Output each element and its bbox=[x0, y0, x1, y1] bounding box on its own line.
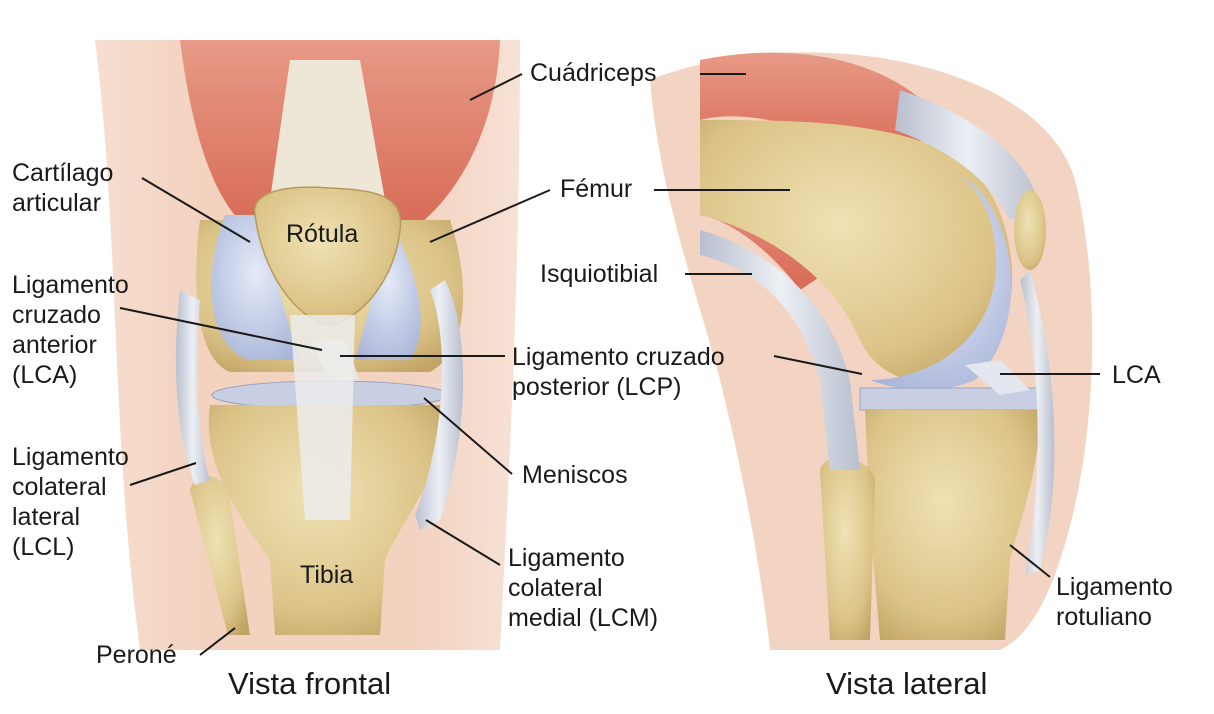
label-ligamento-cruzado-posterior: Ligamento cruzado posterior (LCP) bbox=[512, 342, 725, 402]
front-view-illustration bbox=[95, 40, 520, 650]
label-ligamento-colateral-lateral: Ligamento colateral lateral (LCL) bbox=[12, 442, 129, 562]
label-femur: Fémur bbox=[560, 174, 632, 204]
label-cartilago-articular: Cartílago articular bbox=[12, 158, 113, 218]
label-cuadriceps: Cuádriceps bbox=[530, 58, 656, 88]
label-rotula: Rótula bbox=[286, 219, 358, 249]
label-isquiotibial: Isquiotibial bbox=[540, 259, 658, 289]
label-ligamento-rotuliano: Ligamento rotuliano bbox=[1056, 572, 1173, 632]
label-meniscos: Meniscos bbox=[522, 460, 628, 490]
label-tibia: Tibia bbox=[300, 560, 353, 590]
caption-vista-frontal: Vista frontal bbox=[228, 666, 391, 702]
label-lca-lateral: LCA bbox=[1112, 360, 1161, 390]
label-ligamento-colateral-medial: Ligamento colateral medial (LCM) bbox=[508, 543, 658, 633]
caption-vista-lateral: Vista lateral bbox=[826, 666, 987, 702]
label-perone: Peroné bbox=[96, 640, 177, 670]
label-ligamento-cruzado-anterior: Ligamento cruzado anterior (LCA) bbox=[12, 270, 129, 390]
